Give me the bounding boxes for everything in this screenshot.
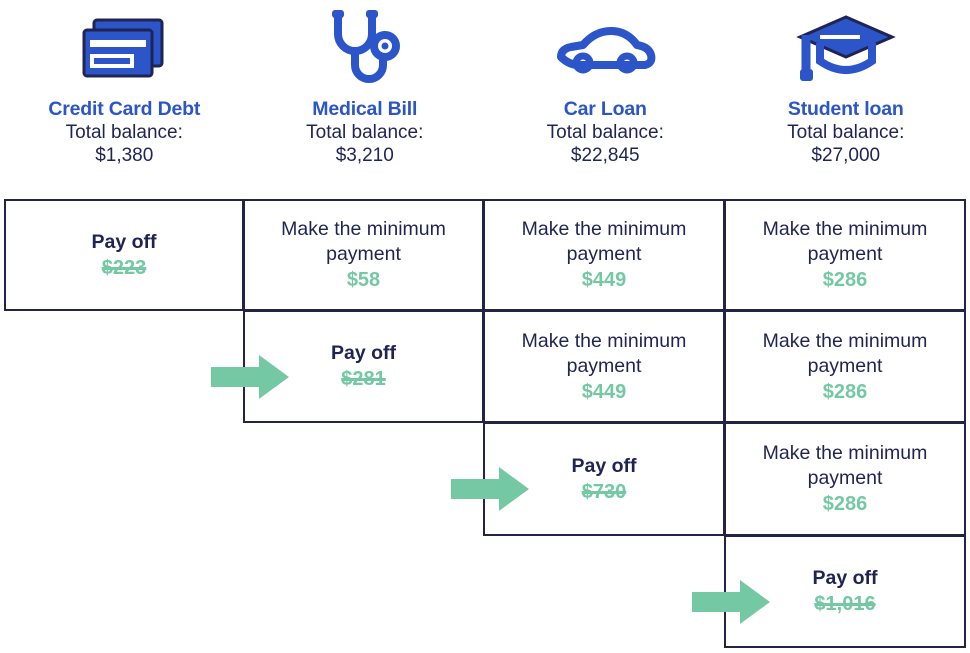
cell-action: Make the minimum payment — [521, 218, 687, 265]
cell-amount: $1,016 — [814, 593, 876, 615]
debt-balance-label: Total balance: — [306, 122, 424, 143]
cell-amount: $730 — [581, 480, 627, 503]
cell-action: Make the minimum payment — [762, 442, 928, 489]
table-cell: Make the minimum payment $286 — [724, 199, 966, 311]
cell-action: Pay off — [91, 230, 157, 253]
debt-balance-value: $27,000 — [811, 145, 881, 166]
debt-balance-value: $1,380 — [95, 145, 154, 166]
cell-action: Make the minimum payment — [521, 329, 687, 377]
debt-columns-header: Credit Card Debt Total balance: $1,380 — [4, 0, 966, 192]
debt-header-credit-card-debt: Credit Card Debt Total balance: $1,380 — [4, 0, 245, 192]
table-cell: Make the minimum payment $58 — [243, 199, 484, 311]
cell-amount: $286 — [822, 269, 868, 291]
table-cell: Pay off $281 — [243, 310, 484, 423]
cell-action: Make the minimum payment — [762, 329, 928, 377]
table-cell: Pay off $223 — [4, 199, 244, 311]
cell-amount: $223 — [101, 256, 147, 279]
debt-name: Student loan — [787, 98, 904, 120]
table-cell: Make the minimum payment $286 — [724, 422, 966, 536]
debt-name: Credit Card Debt — [48, 98, 201, 120]
table-cell: Make the minimum payment $449 — [483, 199, 725, 311]
stethoscope-icon — [320, 0, 410, 98]
rollover-arrow-icon — [692, 580, 770, 624]
rollover-arrow-icon — [451, 467, 529, 511]
table-cell: Pay off $730 — [483, 422, 725, 536]
debt-balance-label: Total balance: — [546, 122, 664, 143]
cell-amount: $449 — [581, 269, 627, 291]
cell-amount: $449 — [581, 380, 627, 403]
cell-action: Make the minimum payment — [762, 218, 928, 265]
credit-cards-icon — [78, 0, 170, 98]
rollover-arrow-icon — [211, 355, 289, 399]
table-cell: Make the minimum payment $286 — [724, 310, 966, 423]
cell-action: Pay off — [812, 567, 878, 589]
table-cell: Make the minimum payment $449 — [483, 310, 725, 423]
car-icon — [553, 0, 657, 98]
debt-header-medical-bill: Medical Bill Total balance: $3,210 — [245, 0, 486, 192]
cell-amount: $286 — [822, 493, 868, 515]
cell-action: Make the minimum payment — [281, 218, 446, 265]
debt-balance-label: Total balance: — [65, 122, 183, 143]
debt-name: Medical Bill — [312, 98, 418, 120]
debt-balance-value: $3,210 — [335, 145, 394, 166]
debt-balance-value: $22,845 — [570, 145, 640, 166]
cell-action: Pay off — [571, 454, 637, 477]
debt-name: Car Loan — [563, 98, 647, 120]
cell-amount: $281 — [341, 368, 386, 390]
cell-action: Pay off — [330, 342, 396, 364]
cell-amount: $286 — [822, 380, 868, 403]
debt-header-car-loan: Car Loan Total balance: $22,845 — [485, 0, 726, 192]
debt-balance-label: Total balance: — [787, 122, 905, 143]
graduation-cap-icon — [795, 0, 896, 98]
cell-amount: $58 — [346, 269, 381, 291]
table-cell: Pay off $1,016 — [724, 535, 966, 648]
debt-header-student-loan: Student loan Total balance: $27,000 — [726, 0, 967, 192]
